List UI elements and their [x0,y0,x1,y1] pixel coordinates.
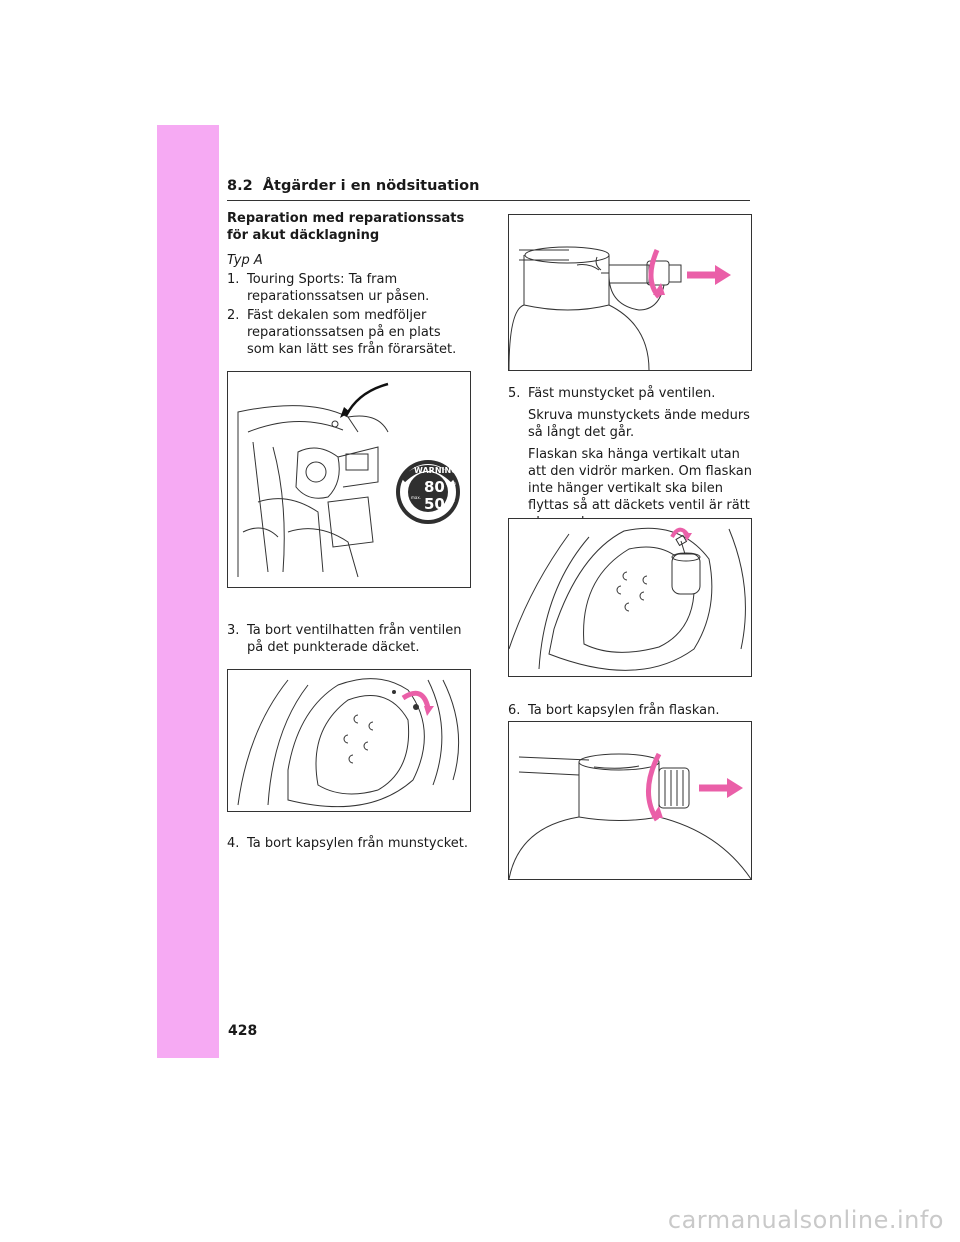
step-5-detail-2: Flaskan ska hänga vertikalt utan att den… [528,447,752,530]
step-1: 1. Touring Sports: Ta fram reparationssa… [227,271,472,305]
figure-dashboard-sticker: WARNING 80 50 km/h mph max. [227,371,471,588]
figure-attach-nozzle [508,518,752,677]
step-number: 4. [227,836,240,851]
sticker-speed-bottom: 50 [424,495,445,513]
warning-sticker [396,460,460,524]
figure-remove-bottle-cap [508,721,752,880]
left-column: Reparation med reparationssats för akut … [227,210,472,358]
section-number: 8.2 [227,178,253,194]
step-text: Ta bort kapsylen från munstycket. [247,836,469,851]
chapter-tab [157,125,219,1058]
watermark: carmanualsonline.info [667,1206,944,1234]
sticker-warning-text: WARNING [414,466,458,475]
step-5-block: 5. Fäst munstycket på ventilen. Skruva m… [508,383,753,531]
step-5: 5. Fäst munstycket på ventilen. [508,385,753,402]
step-text: Fäst munstycket på ventilen. [528,386,716,401]
figure-remove-nozzle-cap [508,214,752,371]
step-4-block: 4. Ta bort kapsylen från munstycket. [227,833,472,852]
sticker-unit-bottom: mph [446,498,455,503]
step-4: 4. Ta bort kapsylen från munstycket. [227,835,472,852]
step-number: 2. [227,308,240,323]
sticker-max: max. [411,495,421,500]
figure-remove-valve-cap [227,669,471,812]
step-6-block: 6. Ta bort kapsylen från flaskan. [508,700,753,719]
section-header: 8.2 Åtgärder i en nödsituation [227,178,750,201]
section-title: Åtgärder i en nödsituation [262,178,480,194]
rotate-arrow-icon [401,690,431,709]
step-text: Ta bort kapsylen från flaskan. [528,703,720,718]
pointer-arrow [344,382,389,417]
step-text: Touring Sports: Ta fram reparationssatse… [247,272,430,304]
step-text: Ta bort ventilhatten från ventilen på de… [247,623,462,655]
step-3-block: 3. Ta bort ventilhatten från ventilen på… [227,620,472,656]
procedure-heading: Reparation med reparationssats för akut … [227,211,465,243]
step-number: 1. [227,272,240,287]
dashboard-illustration: WARNING 80 50 km/h mph max. [237,382,460,578]
step-text: Fäst dekalen som medföljer reparationssa… [247,308,457,357]
type-label: Typ A [227,253,263,268]
step-6: 6. Ta bort kapsylen från flaskan. [508,702,753,719]
step-number: 3. [227,623,240,638]
step-3: 3. Ta bort ventilhatten från ventilen på… [227,622,472,656]
sticker-speed-top: 80 [424,478,445,496]
sticker-unit-top: km/h [446,481,457,486]
step-number: 6. [508,703,521,718]
rotate-arrow-icon [670,527,689,539]
step-5-detail-1: Skruva munstyckets ände medurs så långt … [528,408,750,440]
page-number: 428 [228,1023,258,1039]
step-number: 5. [508,386,521,401]
step-2: 2. Fäst dekalen som medföljer reparation… [227,307,472,358]
